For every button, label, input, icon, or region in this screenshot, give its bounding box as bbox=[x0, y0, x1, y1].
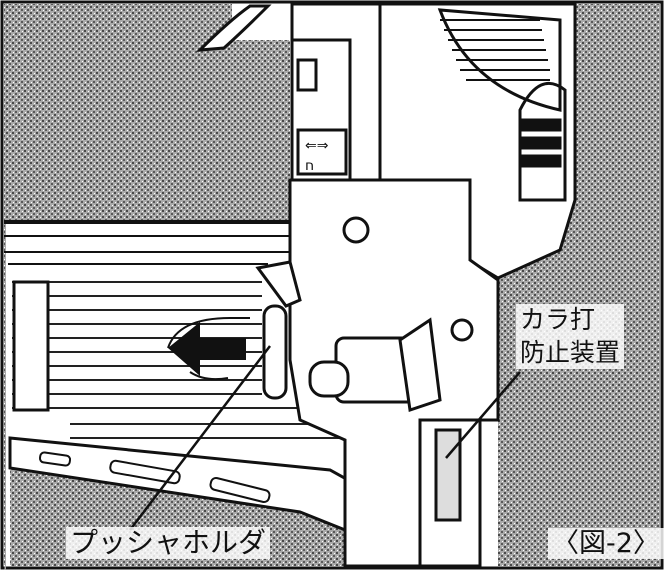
svg-text:ח: ח bbox=[305, 158, 314, 174]
belt-hook bbox=[196, 4, 272, 52]
dry-fire-label-line1: カラ打 bbox=[520, 305, 596, 334]
svg-text:⇐⇒: ⇐⇒ bbox=[305, 138, 329, 154]
lower-mechanism bbox=[288, 178, 500, 568]
magazine-rail bbox=[4, 220, 300, 265]
pusher-holder-label: プッシャホルダ bbox=[66, 526, 271, 560]
dry-fire-label-line2: 防止装置 bbox=[520, 337, 621, 367]
pusher-leader-line bbox=[129, 345, 271, 531]
dryfire-leader-line bbox=[445, 371, 521, 459]
dry-fire-prevention-label: カラ打 防止装置 bbox=[516, 304, 625, 369]
pusher-holder bbox=[255, 260, 302, 400]
direction-arrow bbox=[167, 317, 250, 381]
nail-strip-end bbox=[12, 280, 50, 412]
switch-housing: ⇐⇒ ח bbox=[290, 38, 352, 182]
figure-number: 〈図-2〉 bbox=[548, 528, 664, 560]
